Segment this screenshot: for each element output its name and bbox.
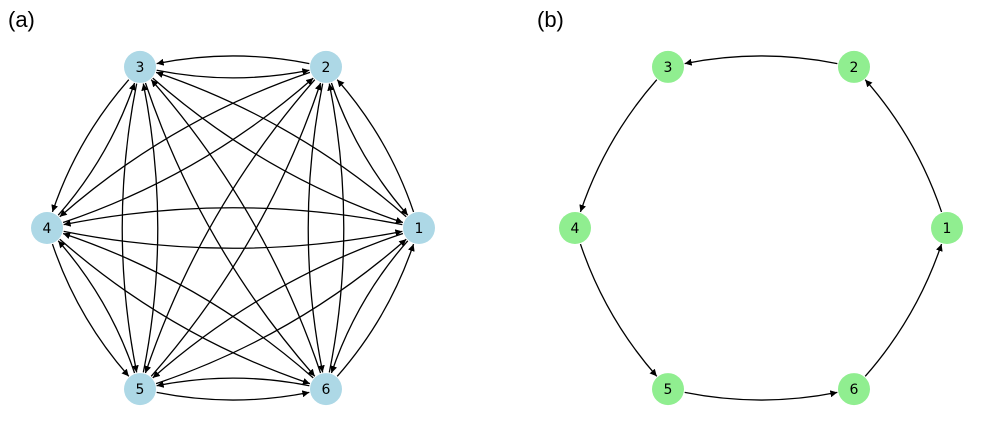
panel-a-edge-1-to-6 (330, 240, 409, 374)
panel-a-edge-2-to-1 (330, 82, 409, 216)
panel-b-edges (579, 55, 943, 401)
panel-a-edge-2-to-3 (156, 55, 310, 66)
panel-a-edge-4-to-6 (59, 238, 311, 385)
panel-a-edge-5-to-3 (141, 83, 159, 373)
panel-b-node-6 (838, 373, 870, 406)
panel-a-edge-5-to-1 (155, 238, 407, 385)
panel-b-edge-4-to-5 (579, 243, 658, 377)
panel-b-node-2 (838, 50, 870, 83)
panel-a-edge-6-to-5 (156, 377, 310, 388)
panel-a-node-label-5: 5 (136, 382, 145, 398)
panel-a-node-5 (124, 373, 156, 406)
panel-b-node-label-2: 2 (850, 60, 859, 76)
panel-a-edge-1-to-3 (155, 71, 407, 218)
panel-a-edge-4-to-1 (63, 229, 403, 249)
panel-b-edge-1-to-2 (864, 79, 943, 213)
panel-a-edge-6-to-2 (327, 83, 345, 373)
panel-a-edge-4-to-3 (57, 82, 136, 216)
panel-a-node-4 (31, 212, 63, 244)
panel-a-node-1 (403, 212, 435, 244)
panel-a-node-2 (310, 50, 342, 83)
panel-a-edge-3-to-2 (156, 68, 310, 79)
panel-a-edge-6-to-4 (62, 232, 314, 379)
panel-a-edge-3-to-6 (144, 82, 316, 377)
panel-b-node-label-1: 1 (943, 221, 952, 237)
panel-b-cycle-graph: (b) 1 2 3 4 5 6 (537, 7, 963, 406)
panel-a-edges (51, 55, 415, 401)
panel-b-edge-2-to-3 (684, 55, 838, 66)
panel-a-edge-1-to-4 (63, 207, 403, 227)
panel-a-edge-1-to-5 (152, 232, 404, 379)
panel-b-edge-5-to-6 (684, 390, 838, 401)
panel-b-edge-3-to-4 (579, 79, 658, 213)
panel-a-edge-5-to-6 (156, 390, 310, 401)
panel-a-edge-5-to-2 (150, 82, 322, 377)
panel-a-node-6 (310, 373, 342, 406)
panel-b-node-label-4: 4 (571, 221, 580, 237)
panel-a-edge-3-to-1 (152, 77, 404, 224)
panel-b-node-label-3: 3 (664, 60, 673, 76)
panel-b-nodes: 1 2 3 4 5 6 (559, 50, 963, 406)
panel-a-edge-4-to-5 (51, 243, 130, 377)
panel-b-node-4 (559, 212, 591, 244)
panel-a-edge-1-to-2 (336, 79, 415, 213)
panel-a-complete-graph: (a) 1 2 3 4 5 6 (8, 7, 435, 406)
panel-a-edge-2-to-4 (59, 71, 311, 218)
panel-a-node-label-3: 3 (136, 60, 145, 76)
panel-b-node-label-6: 6 (850, 382, 859, 398)
panel-b-node-label-5: 5 (664, 382, 673, 398)
panel-b-node-1 (931, 212, 963, 244)
panel-a-node-label-4: 4 (43, 221, 52, 237)
panel-b-node-3 (652, 50, 684, 83)
panel-a-nodes: 1 2 3 4 5 6 (31, 50, 435, 406)
panel-a-edge-2-to-6 (307, 83, 325, 373)
panel-b-label: (b) (537, 7, 564, 32)
panel-a-node-3 (124, 50, 156, 83)
panel-a-edge-4-to-2 (62, 77, 314, 224)
panel-a-edge-5-to-4 (57, 240, 136, 374)
panel-a-node-label-1: 1 (415, 221, 424, 237)
panel-a-node-label-6: 6 (322, 382, 331, 398)
panel-a-edge-3-to-5 (121, 83, 139, 373)
panel-a-edge-6-to-1 (336, 243, 415, 377)
panel-a-edge-3-to-4 (51, 79, 130, 213)
panel-a-label: (a) (8, 7, 35, 32)
panel-a-edge-6-to-3 (150, 79, 322, 374)
panel-a-node-label-2: 2 (322, 60, 331, 76)
panel-a-edge-2-to-5 (144, 79, 316, 374)
panel-b-edge-6-to-1 (864, 243, 943, 377)
panel-b-node-5 (652, 373, 684, 406)
